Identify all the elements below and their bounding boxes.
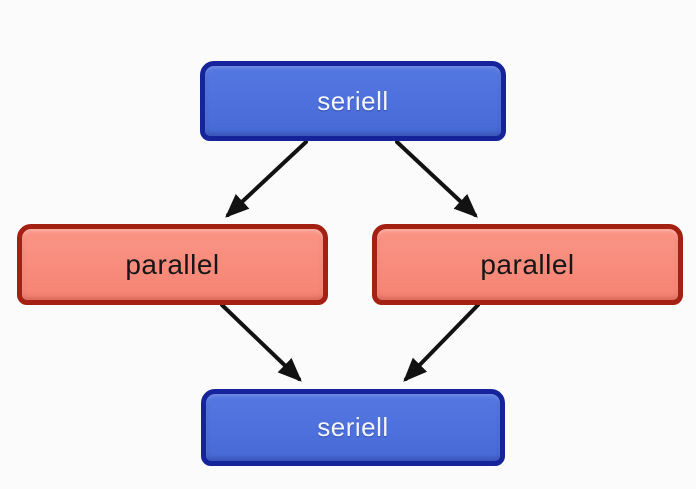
arrow-seriell-top-to-parallel-left [225,140,308,218]
node-parallel-left-label: parallel [125,248,220,280]
node-seriell-top-label: seriell [317,85,389,116]
node-parallel-left: parallel [17,224,328,305]
node-parallel-right: parallel [372,224,683,305]
node-seriell-top: seriell [200,61,506,141]
node-seriell-bottom-label: seriell [317,412,389,442]
node-parallel-right-label: parallel [480,248,575,280]
arrow-parallel-left-to-seriell-bottom [220,303,302,382]
arrow-parallel-right-to-seriell-bottom [403,303,480,382]
arrow-seriell-top-to-parallel-right [395,140,478,218]
node-seriell-bottom: seriell [201,389,505,466]
